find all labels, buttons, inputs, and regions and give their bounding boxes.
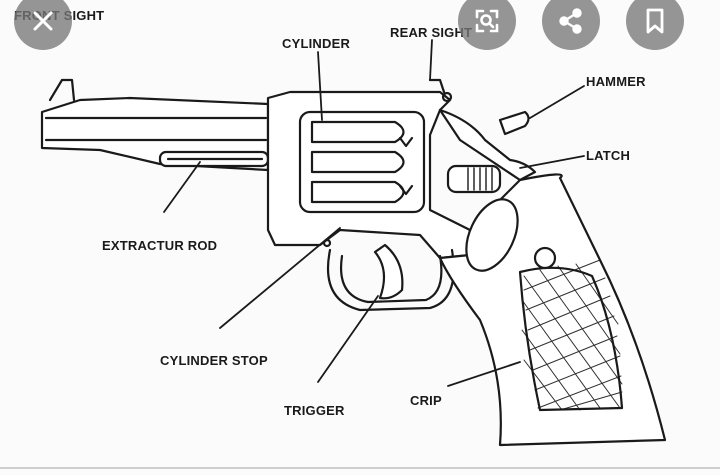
lens-search-icon [475, 9, 499, 33]
share-button[interactable] [542, 0, 600, 50]
label-rear-sight: REAR SIGHT [390, 25, 473, 40]
close-icon [33, 11, 53, 31]
bookmark-button[interactable] [626, 0, 684, 50]
trigger-guard [326, 243, 455, 312]
cylinder-drawing [298, 110, 426, 214]
label-hammer: HAMMER [586, 74, 646, 89]
extractor-rod-drawing [158, 150, 270, 168]
latch-drawing [446, 164, 502, 194]
label-cylinder: CYLINDER [282, 36, 351, 51]
label-cylinder-stop: CYLINDER STOP [160, 353, 268, 368]
leader-lines [163, 39, 585, 387]
share-icon [559, 8, 582, 34]
label-extractor-rod: EXTRACTUR ROD [102, 238, 218, 253]
close-button[interactable] [14, 0, 72, 50]
bottom-divider [0, 467, 720, 469]
label-trigger: TRIGGER [284, 403, 345, 418]
lens-search-button[interactable] [458, 0, 516, 50]
hammer-drawing [438, 108, 537, 182]
grip-drawing [438, 173, 667, 447]
label-grip: CRIP [410, 393, 442, 408]
bookmark-icon [646, 8, 664, 34]
label-latch: LATCH [586, 148, 631, 163]
